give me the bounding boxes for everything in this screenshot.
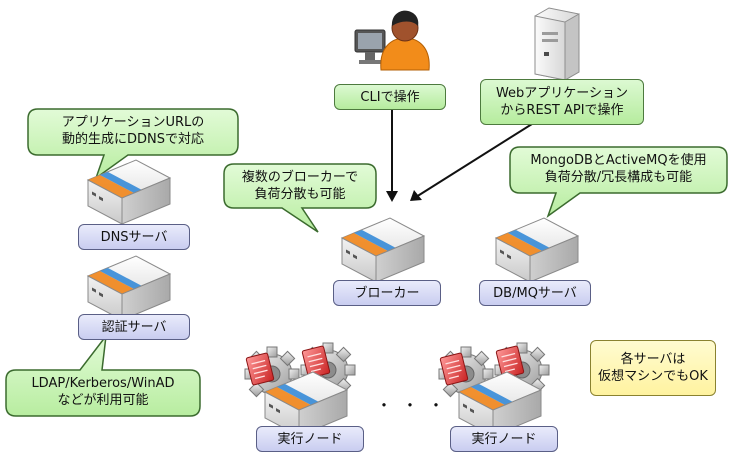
- auth-server-label: 認証サーバ: [78, 314, 190, 340]
- arrow-cli-to-broker: [386, 109, 398, 202]
- db-mq-server-label: DB/MQサーバ: [479, 280, 591, 306]
- callout-auth-text: LDAP/Kerberos/WinAD などが利用可能: [6, 375, 200, 409]
- auth-server-icon: [87, 255, 171, 321]
- callout-auth-line-1: LDAP/Kerberos/WinAD: [31, 376, 175, 391]
- callout-auth: [5, 333, 201, 417]
- web-action-line-2: からREST APIで操作: [500, 103, 624, 118]
- callout-auth-line-2: などが利用可能: [57, 393, 149, 408]
- exec-node-2-icon: [438, 342, 550, 437]
- user-computer-icon: [354, 10, 430, 71]
- arrow-web-to-broker: [410, 123, 533, 201]
- note-box: 各サーバは 仮想マシンでもOK: [590, 340, 716, 396]
- callout-dns: [27, 108, 239, 180]
- callout-broker-line-2: 負荷分散も可能: [254, 187, 346, 202]
- callout-db-mq-line-2: 負荷分散/冗長構成も可能: [544, 170, 693, 185]
- note-line-2: 仮想マシンでもOK: [598, 369, 708, 384]
- dns-server-label: DNSサーバ: [78, 224, 190, 250]
- callout-db-mq-line-1: MongoDBとActiveMQを使用: [530, 153, 707, 168]
- callout-broker-text: 複数のブローカーで 負荷分散も可能: [224, 169, 376, 203]
- callout-broker: [223, 163, 377, 233]
- db-mq-server-icon: [495, 217, 579, 283]
- callout-db-mq: [509, 146, 728, 218]
- callout-dns-line-2: 動的生成にDDNSで対応: [62, 132, 204, 147]
- web-action-line-1: Webアプリケーション: [495, 86, 629, 101]
- callout-dns-line-1: アプリケーションURLの: [61, 115, 205, 130]
- exec-node-1-icon: [244, 342, 356, 437]
- callout-dns-text: アプリケーションURLの 動的生成にDDNSで対応: [28, 114, 238, 148]
- callout-broker-line-1: 複数のブローカーで: [241, 170, 359, 185]
- cli-action-label: CLIで操作: [334, 84, 446, 110]
- broker-label: ブローカー: [333, 280, 441, 306]
- exec-node-2-label: 実行ノード: [450, 426, 558, 452]
- web-action-label: Webアプリケーション からREST APIで操作: [480, 79, 644, 125]
- callout-db-mq-text: MongoDBとActiveMQを使用 負荷分散/冗長構成も可能: [510, 152, 727, 186]
- exec-node-1-label: 実行ノード: [256, 426, 364, 452]
- note-line-1: 各サーバは: [620, 352, 686, 367]
- broker-server-icon: [341, 217, 425, 283]
- tower-server-icon: [534, 7, 580, 81]
- ellipsis: ・・・: [376, 396, 455, 415]
